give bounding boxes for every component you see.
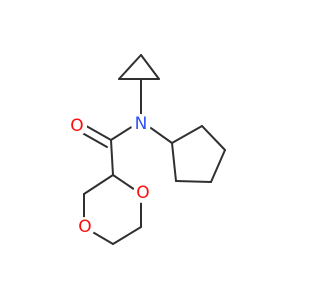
bond-cyclopentyl-4 [175,180,212,183]
bond-cyclopropyl-1 [118,54,142,80]
bond-dioxane-3 [112,226,142,245]
structure-canvas: O N O O [67,54,226,245]
atom-amide-nitrogen-label: N [135,114,148,134]
bond-carbonyl-dioxane [110,139,114,176]
bond-cyclopentyl-1 [171,125,203,144]
bond-cyclopentyl-5 [171,142,177,182]
atom-ring-oxygen-4-label: O [78,217,91,237]
atom-ring-oxygen-4: O [75,217,95,237]
molecule-drawing: O N O O [67,54,226,245]
bond-cyclopropyl-2 [140,54,160,80]
atom-carbonyl-oxygen: O [67,116,87,136]
bond-cyclopentyl-3 [210,149,226,183]
atom-amide-nitrogen: N [131,114,151,134]
atom-ring-oxygen-1-label: O [136,183,149,203]
atom-carbonyl-oxygen-label: O [70,116,83,136]
atom-ring-oxygen-1: O [133,183,153,203]
bond-dioxane-6 [83,174,114,195]
bond-cyclopentyl-2 [201,125,226,151]
